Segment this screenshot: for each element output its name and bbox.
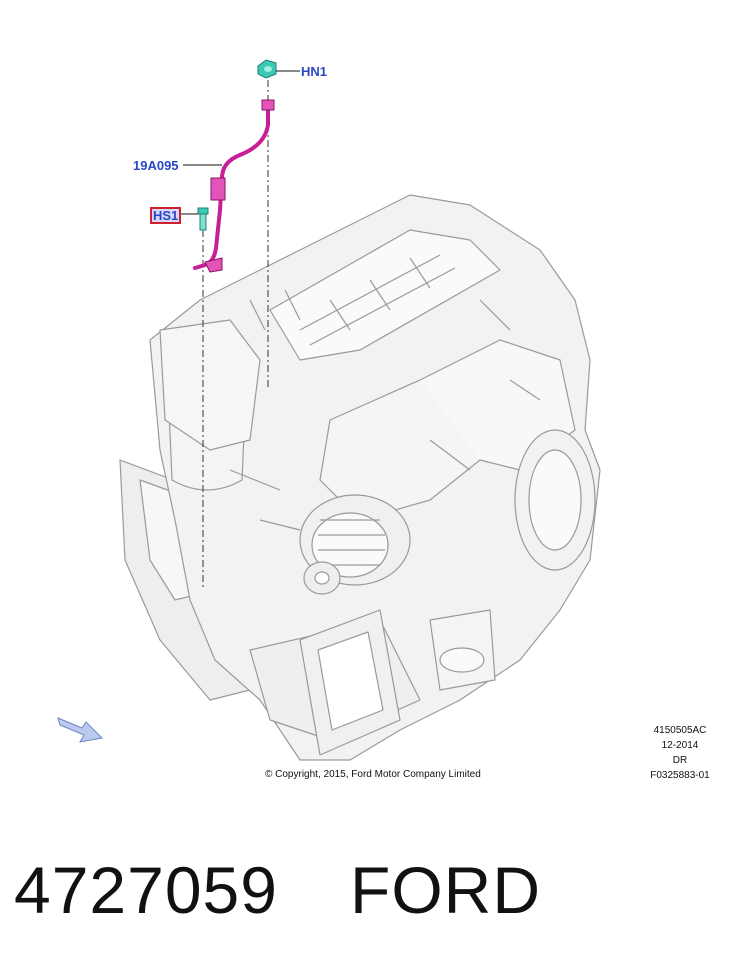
- callout-part-19a095: 19A095: [133, 158, 179, 173]
- part-number: 4727059: [14, 853, 278, 927]
- drawing-ref-date: 12-2014: [661, 740, 699, 751]
- hs1-bolt: [197, 207, 209, 231]
- drawing-ref-figure: F0325883-01: [650, 770, 710, 781]
- drawing-ref-dr: DR: [672, 755, 688, 766]
- breather-hose: [193, 99, 275, 273]
- hn1-nut: [257, 59, 277, 79]
- callout-hn1: HN1: [301, 64, 328, 79]
- engine-block: [119, 194, 601, 761]
- brand-name: FORD: [350, 853, 541, 927]
- drawing-reference-block: 4150505AC 12-2014 DR F0325883-01: [640, 723, 720, 783]
- callout-hs1: HS1: [150, 207, 182, 224]
- drawing-ref-code: 4150505AC: [653, 725, 707, 736]
- copyright-notice: © Copyright, 2015, Ford Motor Company Li…: [265, 769, 481, 780]
- direction-arrow-icon: [57, 717, 104, 743]
